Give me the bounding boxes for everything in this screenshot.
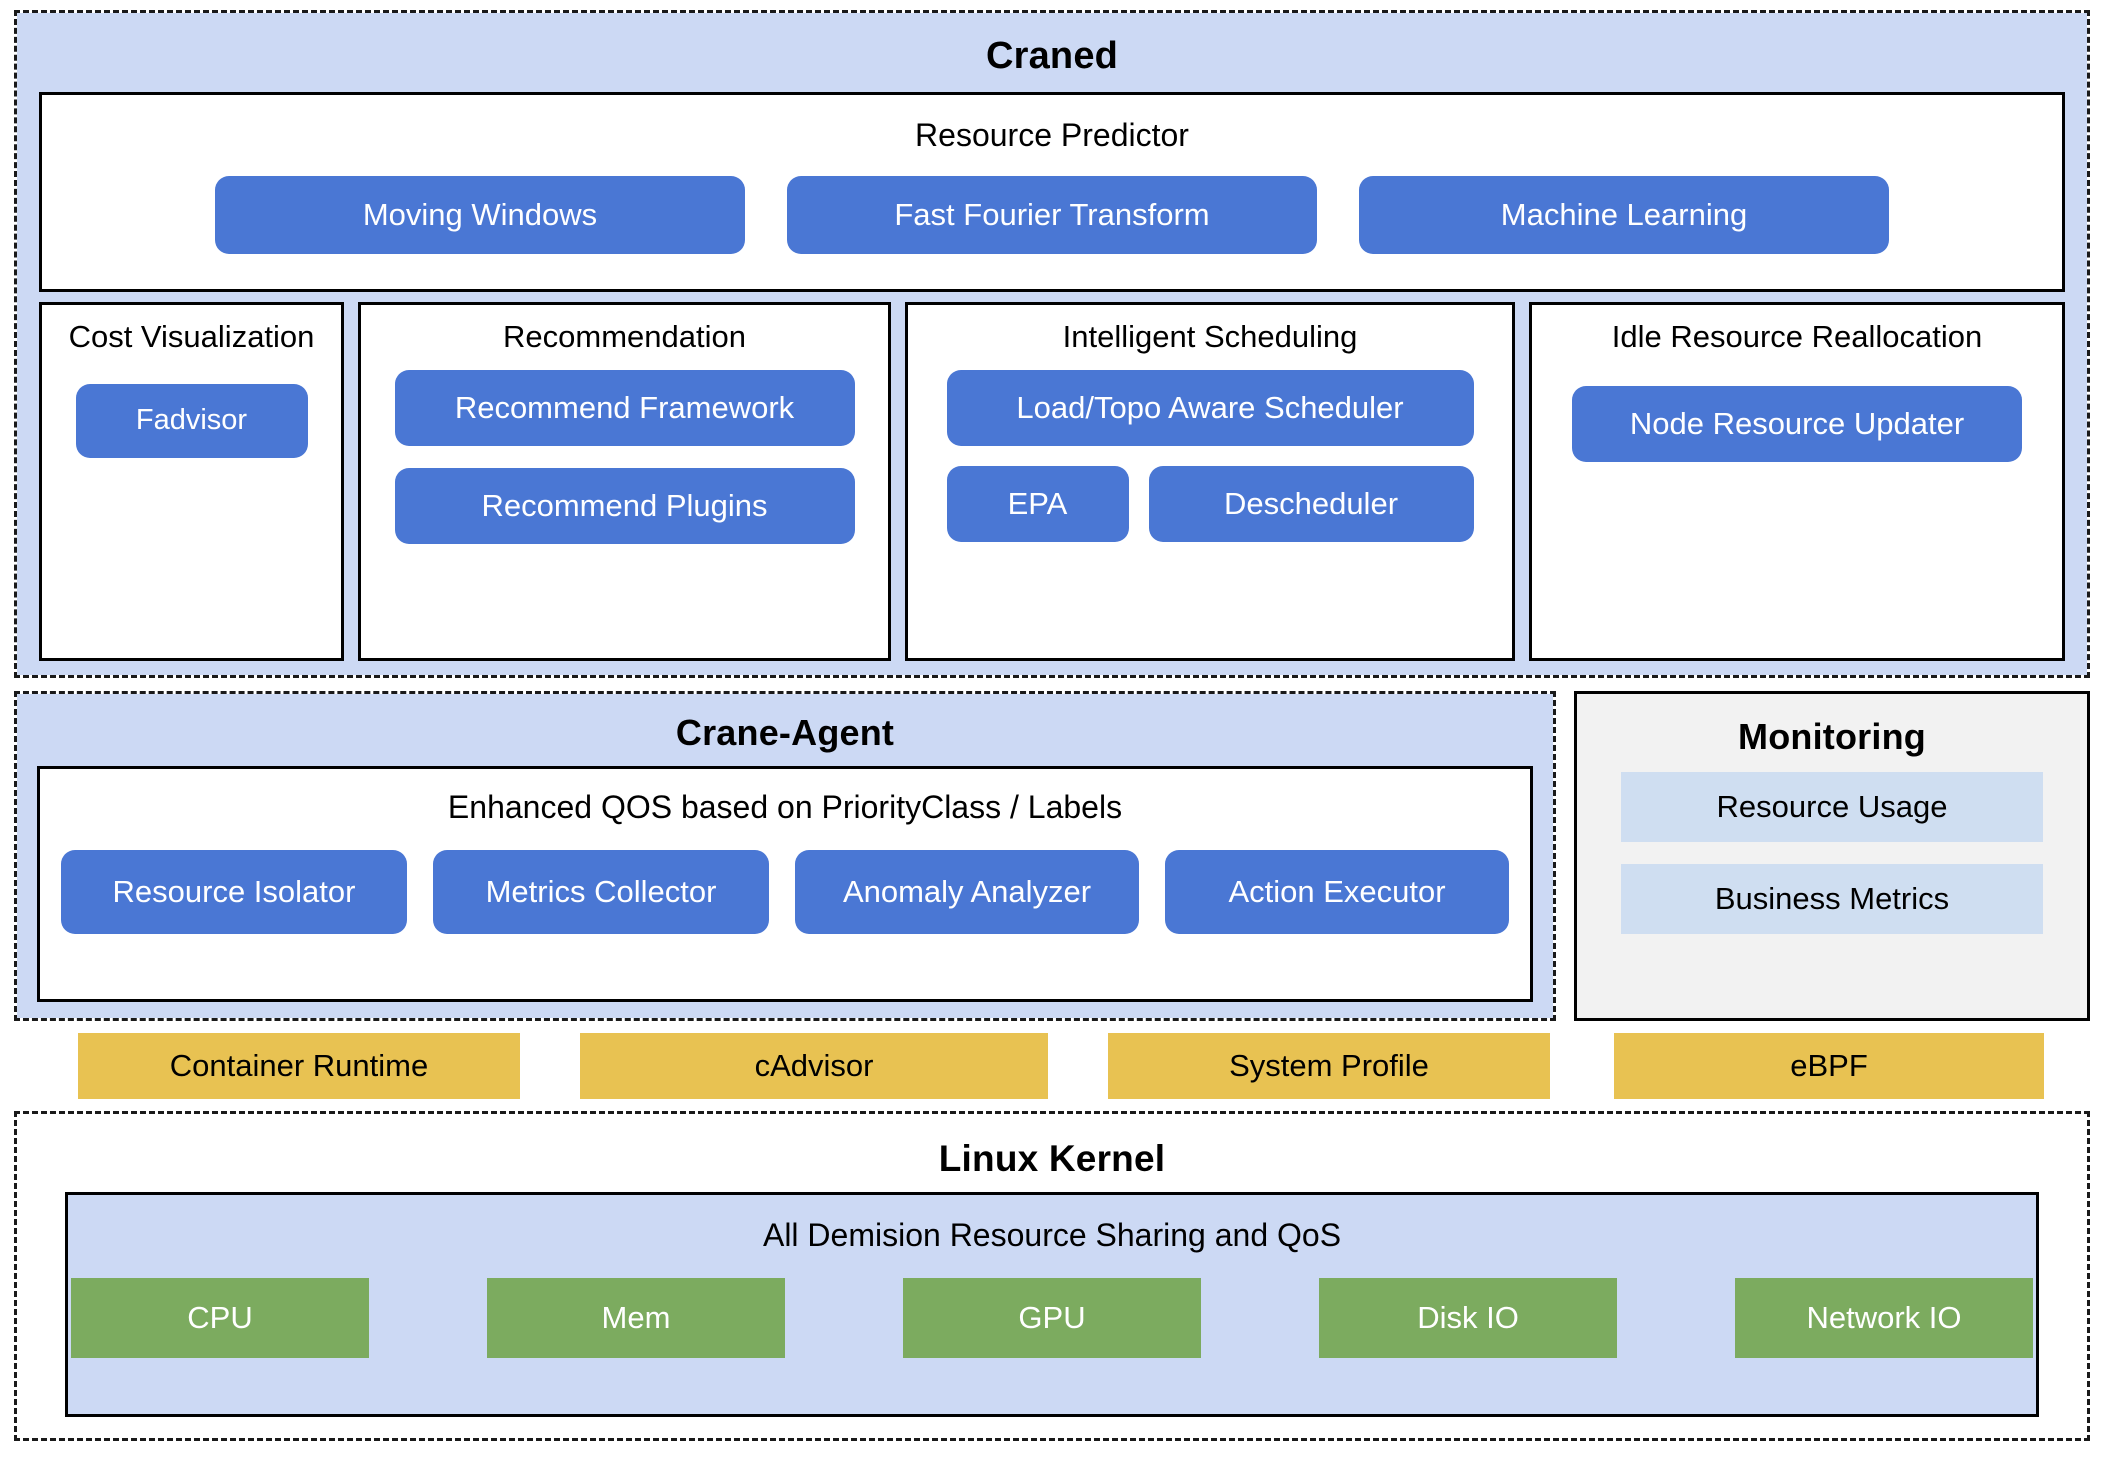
- chip-resource-usage[interactable]: Resource Usage: [1621, 772, 2043, 842]
- chip-disk-io[interactable]: Disk IO: [1319, 1278, 1617, 1358]
- chip-cpu[interactable]: CPU: [71, 1278, 369, 1358]
- chip-anomaly-analyzer[interactable]: Anomaly Analyzer: [795, 850, 1139, 934]
- crane-agent-title: Crane-Agent: [675, 712, 895, 753]
- resource-predictor-title: Resource Predictor: [915, 117, 1189, 153]
- chip-recommend-plugins[interactable]: Recommend Plugins: [394, 467, 855, 544]
- monitoring-title: Monitoring: [1738, 716, 1926, 757]
- crane-agent-region: Crane-Agent Enhanced QOS based on Priori…: [14, 691, 1556, 1021]
- resource-sharing-chip-row: CPU Mem GPU Disk IO Network IO: [71, 1278, 2033, 1358]
- chip-resource-isolator[interactable]: Resource Isolator: [61, 850, 407, 934]
- chip-moving-windows[interactable]: Moving Windows: [215, 176, 745, 254]
- cost-visualization-box: Cost Visualization Fadvisor: [39, 302, 344, 661]
- chip-cadvisor[interactable]: cAdvisor: [580, 1033, 1048, 1099]
- chip-fast-fourier-transform[interactable]: Fast Fourier Transform: [787, 176, 1317, 254]
- cost-visualization-title: Cost Visualization: [68, 319, 315, 354]
- chip-gpu[interactable]: GPU: [903, 1278, 1201, 1358]
- resource-sharing-box: All Demision Resource Sharing and QoS CP…: [65, 1192, 2039, 1417]
- craned-title: Craned: [985, 35, 1119, 77]
- recommendation-box: Recommendation Recommend Framework Recom…: [358, 302, 891, 661]
- monitoring-box: Monitoring Resource Usage Business Metri…: [1574, 691, 2090, 1021]
- chip-recommend-framework[interactable]: Recommend Framework: [394, 369, 855, 446]
- runtime-layer-row: Container Runtime cAdvisor System Profil…: [14, 1033, 2090, 1099]
- intelligent-scheduling-box: Intelligent Scheduling Load/Topo Aware S…: [905, 302, 1515, 661]
- spacer: [1048, 1033, 1108, 1099]
- intelligent-scheduling-title: Intelligent Scheduling: [1062, 319, 1358, 354]
- craned-column-row: Cost Visualization Fadvisor Recommendati…: [39, 302, 2065, 661]
- scheduling-chip-row: EPA Descheduler: [922, 465, 1498, 542]
- enhanced-qos-title: Enhanced QOS based on PriorityClass / La…: [447, 789, 1123, 825]
- enhanced-qos-box: Enhanced QOS based on PriorityClass / La…: [37, 766, 1533, 1002]
- enhanced-qos-chip-row: Resource Isolator Metrics Collector Anom…: [40, 850, 1530, 934]
- craned-region: Craned Resource Predictor Moving Windows…: [14, 10, 2090, 678]
- spacer: [1550, 1033, 1614, 1099]
- chip-system-profile[interactable]: System Profile: [1108, 1033, 1550, 1099]
- chip-metrics-collector[interactable]: Metrics Collector: [433, 850, 769, 934]
- linux-kernel-region: Linux Kernel All Demision Resource Shari…: [14, 1111, 2090, 1441]
- chip-mem[interactable]: Mem: [487, 1278, 785, 1358]
- chip-fadvisor[interactable]: Fadvisor: [75, 383, 308, 458]
- chip-machine-learning[interactable]: Machine Learning: [1359, 176, 1889, 254]
- recommendation-title: Recommendation: [503, 319, 746, 354]
- chip-epa[interactable]: EPA: [946, 465, 1129, 542]
- chip-container-runtime[interactable]: Container Runtime: [78, 1033, 520, 1099]
- resource-predictor-chip-row: Moving Windows Fast Fourier Transform Ma…: [42, 176, 2062, 254]
- chip-node-resource-updater[interactable]: Node Resource Updater: [1572, 385, 2022, 462]
- linux-kernel-title: Linux Kernel: [938, 1138, 1166, 1179]
- chip-load-topo-aware-scheduler[interactable]: Load/Topo Aware Scheduler: [946, 369, 1474, 446]
- resource-predictor-box: Resource Predictor Moving Windows Fast F…: [39, 92, 2065, 292]
- chip-descheduler[interactable]: Descheduler: [1148, 465, 1474, 542]
- chip-ebpf[interactable]: eBPF: [1614, 1033, 2044, 1099]
- resource-sharing-title: All Demision Resource Sharing and QoS: [762, 1217, 1342, 1253]
- spacer: [520, 1033, 580, 1099]
- agent-monitoring-row: Crane-Agent Enhanced QOS based on Priori…: [14, 691, 2090, 1021]
- idle-resource-reallocation-title: Idle Resource Reallocation: [1611, 319, 1983, 354]
- chip-business-metrics[interactable]: Business Metrics: [1621, 864, 2043, 934]
- chip-action-executor[interactable]: Action Executor: [1165, 850, 1509, 934]
- chip-network-io[interactable]: Network IO: [1735, 1278, 2033, 1358]
- idle-resource-reallocation-box: Idle Resource Reallocation Node Resource…: [1529, 302, 2065, 661]
